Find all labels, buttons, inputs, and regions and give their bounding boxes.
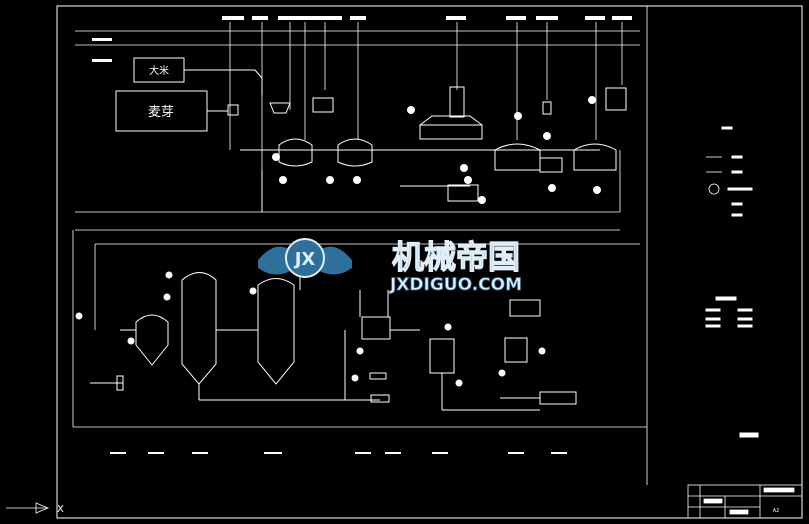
upper-vessels [184,69,627,212]
svg-text:JX: JX [293,249,316,270]
legend [705,126,759,438]
watermark-logo: JX 机械帝国 JXDIGUO.COM [258,237,522,295]
rice-box: 大米 [133,57,185,83]
header-markers [92,16,632,62]
svg-text:麦芽: 麦芽 [148,105,174,120]
feed-lines [72,22,647,428]
svg-text:JXDIGUO.COM: JXDIGUO.COM [389,275,522,295]
ucs-axis-icon: X [6,502,64,515]
equipment-tags [110,452,567,454]
title-block: A2 [687,484,803,519]
svg-text:X: X [57,504,64,515]
svg-text:机械帝国: 机械帝国 [392,238,520,276]
upper-instruments [272,96,601,204]
svg-text:A2: A2 [773,508,780,514]
lower-vessels [90,244,577,411]
svg-text:大米: 大米 [149,64,169,77]
lower-instruments [75,271,546,387]
drawing-frame [56,5,803,519]
malt-box: 麦芽 [115,90,208,132]
